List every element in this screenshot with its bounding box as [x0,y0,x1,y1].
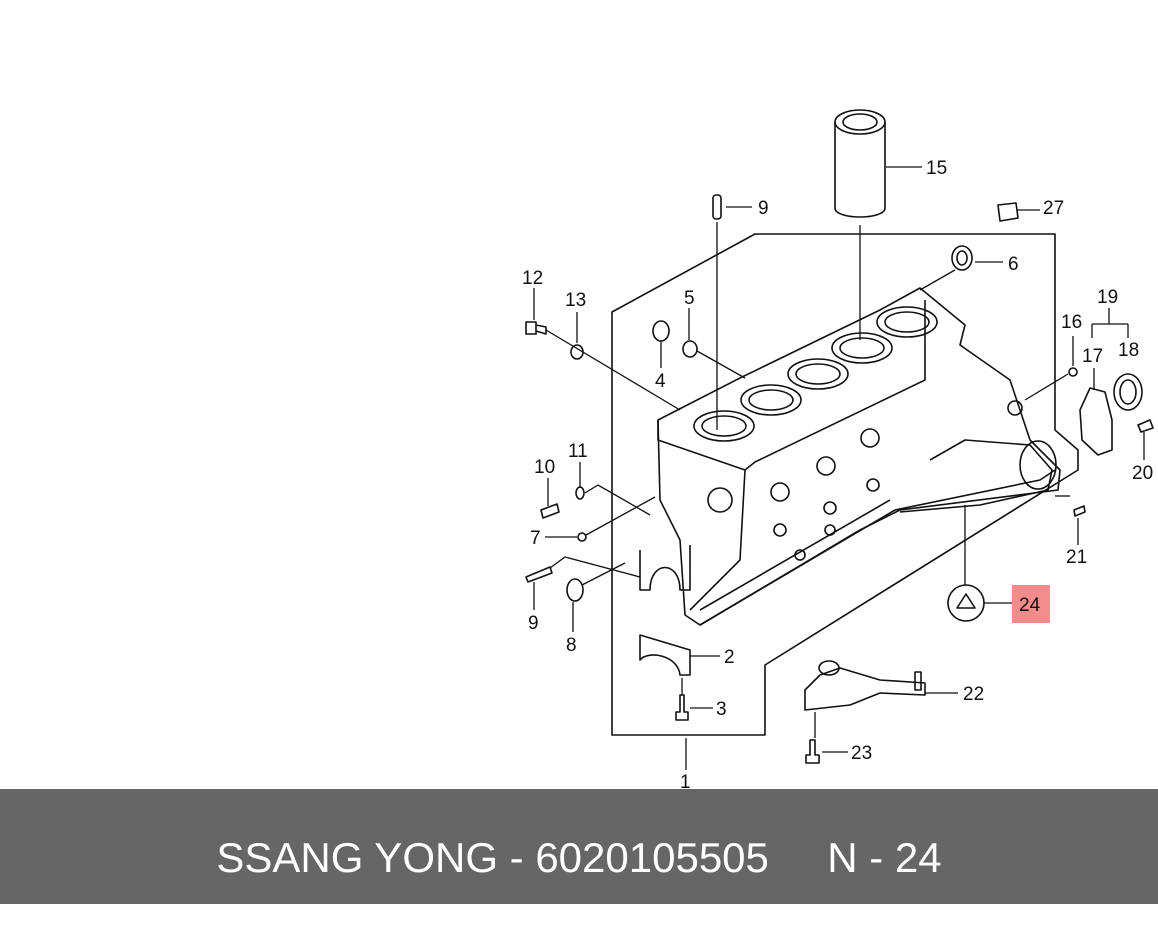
seal-6-inner [956,250,968,266]
cylinder-bore-3 [787,358,849,390]
callout-9-lower: 9 [528,613,539,634]
callout-16: 16 [1061,312,1082,333]
block-boss-1 [860,428,880,448]
callout-5: 5 [684,288,695,309]
thrust-washer-24-tri [956,593,976,609]
pin-21 [1073,505,1086,517]
oring-11 [575,486,585,500]
oil-jet-22-nozzle [914,671,922,691]
seal-6 [951,245,973,271]
cylinder-bore-3-inner [795,363,841,385]
callout-19: 19 [1097,287,1118,308]
block-hole-1 [866,478,880,492]
thrust-washer-24 [947,584,985,622]
leader-6-down [919,269,956,291]
leader-16-to-block [1024,373,1069,401]
block-hole-3 [773,523,787,537]
filter-mount-arm [899,439,1053,513]
callout-23: 23 [851,743,872,764]
oil-seal-18-inner [1119,379,1137,405]
block-hole-2 [823,501,837,515]
dowel-9-lower [525,566,553,583]
oil-seal-18 [1113,373,1143,411]
callout-3: 3 [716,699,727,720]
plug-8 [566,578,584,602]
rear-cover-17 [1079,387,1113,456]
bolt-12 [525,321,547,335]
callout-8: 8 [566,635,577,656]
washer-5 [682,340,698,358]
cylinder-liner-15-inner [842,113,878,131]
block-hole-5 [794,549,806,561]
bolt-3 [675,694,689,721]
cylinder-bore-4-inner [839,337,885,359]
callout-13: 13 [565,290,586,311]
callout-12: 12 [522,268,543,289]
cylinder-bore-2-inner [748,389,794,411]
callout-20: 20 [1132,463,1153,484]
block-frame-outline [611,233,1079,736]
callout-15: 15 [926,158,947,179]
callout-6: 6 [1008,254,1019,275]
diagram-stage: 1 2 3 4 5 6 7 8 9 9 10 11 12 13 15 16 17… [522,109,1154,793]
callout-9-top: 9 [758,198,769,219]
block-deck-edge [657,300,926,471]
dowel-9-top [712,194,722,220]
filter-mount-flange [1019,440,1057,490]
leader-11-to-block [584,484,651,516]
block-hole-6 [1007,400,1023,416]
cylinder-bore-5-inner [884,311,930,333]
callout-18: 18 [1118,340,1139,361]
main-bearing-web [639,545,691,591]
callout-1: 1 [680,772,691,790]
bolt-23 [805,739,820,764]
cylinder-liner-15 [834,122,886,218]
plug-27 [997,202,1019,222]
leader-9-to-block [549,556,641,578]
oil-jet-22-top [818,660,840,676]
callout-10: 10 [534,457,555,478]
block-boss-4 [707,487,733,513]
washer-13 [570,344,584,360]
callout-17: 17 [1082,346,1103,367]
callout-27: 27 [1043,198,1064,219]
callout-7: 7 [530,528,541,549]
bolt-20 [1137,419,1154,433]
block-boss-3 [770,482,790,502]
cylinder-bore-1 [693,410,755,442]
leader-12-to-block [545,329,681,411]
cylinder-bore-2 [740,384,802,416]
leader-7-to-block [585,496,656,536]
block-lower-rail [699,469,1056,626]
footer-bar: SSANG YONG - 6020105505 N - 24 [0,789,1158,904]
pin-16 [1068,367,1078,377]
cylinder-liner-15-top [834,109,886,135]
ball-7 [577,532,587,542]
callout-4: 4 [655,371,666,392]
leader-8-to-block [581,562,626,586]
cylinder-bore-4 [831,332,893,364]
block-front-edge [689,469,746,611]
cylinder-bore-5 [876,306,938,338]
cylinder-bore-1-inner [701,415,747,437]
callout-11: 11 [568,441,588,462]
callout-2: 2 [724,647,735,668]
highlight-box-24 [1012,585,1050,623]
oil-jet-22 [804,667,926,711]
callout-24: 24 [1019,595,1041,616]
block-hole-4 [824,524,836,536]
pin-10 [540,503,560,519]
block-boss-2 [816,456,836,476]
bearing-cap-2 [639,634,691,676]
seal-4 [652,320,670,342]
parts-diagram: 1 2 3 4 5 6 7 8 9 9 10 11 12 13 15 16 17… [522,109,1154,793]
callout-22: 22 [963,684,984,705]
callout-21: 21 [1066,547,1087,568]
footer-caption: SSANG YONG - 6020105505 N - 24 [216,834,942,881]
leader-5-to-block [696,350,746,379]
